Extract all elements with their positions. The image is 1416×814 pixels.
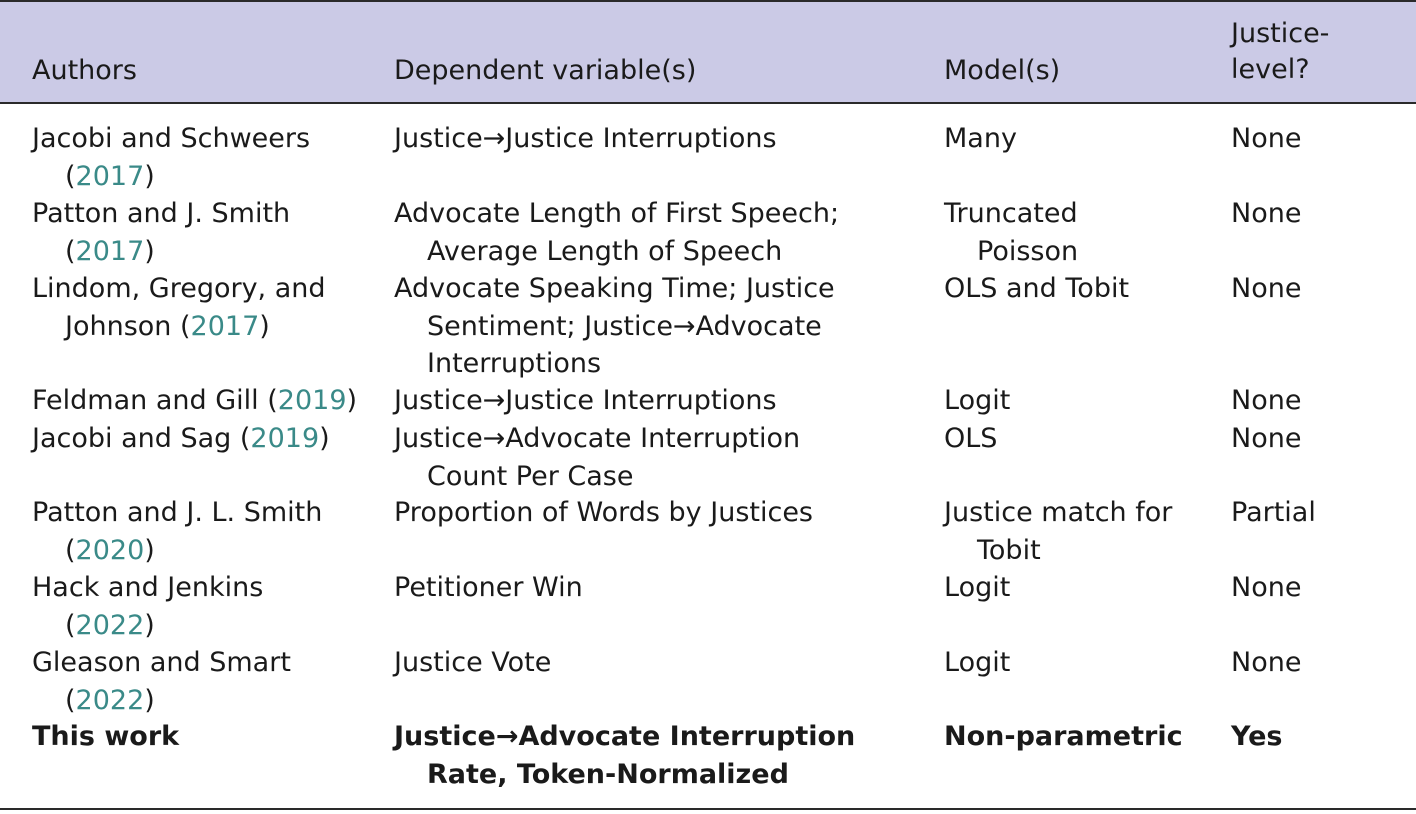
year-close-paren: )	[319, 423, 330, 454]
author-name: Lindom, Gregory, and Johnson	[32, 273, 326, 342]
year-open-paren: (	[65, 534, 76, 566]
author-cell: Feldman and Gill (2019)	[32, 382, 405, 420]
table-header: Authors Dependent variable(s) Model(s) J…	[0, 0, 1416, 104]
model-cell: Non-parametric	[944, 721, 1183, 752]
author-cell: Lindom, Gregory, and Johnson (2017)	[32, 270, 405, 345]
year-open-paren: (	[65, 235, 76, 267]
model-cell: Logit	[944, 647, 1011, 678]
justice-level-cell: None	[1231, 423, 1302, 454]
author-name: Hack and Jenkins	[32, 572, 264, 603]
year-close-paren: )	[346, 385, 358, 416]
justice-level-cell: None	[1231, 273, 1302, 304]
model-cell: Truncated Poisson	[944, 198, 1079, 267]
year-close-paren: )	[259, 310, 270, 342]
header-authors: Authors	[32, 55, 137, 86]
dependent-variable-cell: Advocate Speaking Time; Justice Sentimen…	[394, 273, 835, 379]
author-name: Jacobi and Schweers	[32, 123, 311, 154]
justice-level-cell: Partial	[1231, 497, 1316, 528]
model-cell: Many	[944, 123, 1017, 154]
year-open-paren: (	[258, 385, 278, 416]
year-link[interactable]: 2020	[75, 534, 145, 566]
dependent-variable-cell: Advocate Length of First Speech; Average…	[394, 198, 840, 267]
header-justice-level: Justice- level?	[1231, 16, 1329, 88]
header-models: Model(s)	[944, 55, 1061, 86]
author-name: Jacobi and Sag	[32, 423, 232, 454]
year-open-paren: (	[65, 160, 76, 192]
year-link[interactable]: 2019	[277, 385, 347, 416]
header-dependent-variables: Dependent variable(s)	[394, 55, 697, 86]
author-name: Patton and J. Smith	[32, 198, 291, 229]
author-cell: Hack and Jenkins (2022)	[32, 569, 405, 644]
dependent-variable-cell: Proportion of Words by Justices	[394, 497, 814, 528]
model-cell: Justice match for Tobit	[944, 497, 1173, 566]
author-cell: Patton and J. L. Smith (2020)	[32, 494, 405, 569]
author-cell: Gleason and Smart (2022)	[32, 644, 405, 719]
year-link[interactable]: 2017	[190, 310, 260, 342]
author-name: Feldman and Gill	[32, 385, 259, 416]
model-cell: OLS and Tobit	[944, 273, 1130, 304]
header-justice-level-line2: level?	[1231, 54, 1310, 85]
author-cell: Jacobi and Sag (2019)	[32, 420, 405, 458]
bottom-rule	[0, 808, 1416, 810]
year-close-paren: )	[144, 684, 155, 716]
year-link[interactable]: 2022	[75, 684, 145, 716]
year-open-paren: (	[65, 609, 76, 641]
model-cell: Logit	[944, 572, 1011, 603]
year-link[interactable]: 2017	[75, 235, 145, 267]
header-justice-level-line1: Justice-	[1231, 18, 1330, 49]
year-link[interactable]: 2022	[75, 609, 145, 641]
dependent-variable-cell: Justice→Justice Interruptions	[394, 385, 777, 416]
year-open-paren: (	[65, 684, 76, 716]
year-close-paren: )	[144, 235, 155, 267]
author-cell: Patton and J. Smith (2017)	[32, 195, 405, 270]
year-close-paren: )	[144, 609, 155, 641]
author-cell: Jacobi and Schweers (2017)	[32, 120, 405, 195]
dependent-variable-cell: Justice→Advocate Interruption Count Per …	[394, 423, 801, 492]
year-link[interactable]: 2017	[75, 160, 145, 192]
dependent-variable-cell: Justice→Advocate Interruption Rate, Toke…	[394, 721, 856, 790]
dependent-variable-cell: Petitioner Win	[394, 572, 583, 603]
justice-level-cell: None	[1231, 647, 1302, 678]
justice-level-cell: None	[1231, 572, 1302, 603]
justice-level-cell: None	[1231, 385, 1302, 416]
year-open-paren: (	[171, 310, 191, 342]
dependent-variable-cell: Justice→Justice Interruptions	[394, 123, 777, 154]
model-cell: OLS	[944, 423, 998, 454]
author-name: Gleason and Smart	[32, 647, 291, 678]
author-cell: This work	[32, 721, 180, 752]
justice-level-cell: None	[1231, 123, 1302, 154]
dependent-variable-cell: Justice Vote	[394, 647, 552, 678]
year-link[interactable]: 2019	[250, 423, 320, 454]
year-close-paren: )	[144, 160, 155, 192]
justice-level-cell: Yes	[1231, 721, 1283, 752]
year-open-paren: (	[231, 423, 251, 454]
year-close-paren: )	[144, 534, 155, 566]
model-cell: Logit	[944, 385, 1011, 416]
justice-level-cell: None	[1231, 198, 1302, 229]
author-name: Patton and J. L. Smith	[32, 497, 323, 528]
